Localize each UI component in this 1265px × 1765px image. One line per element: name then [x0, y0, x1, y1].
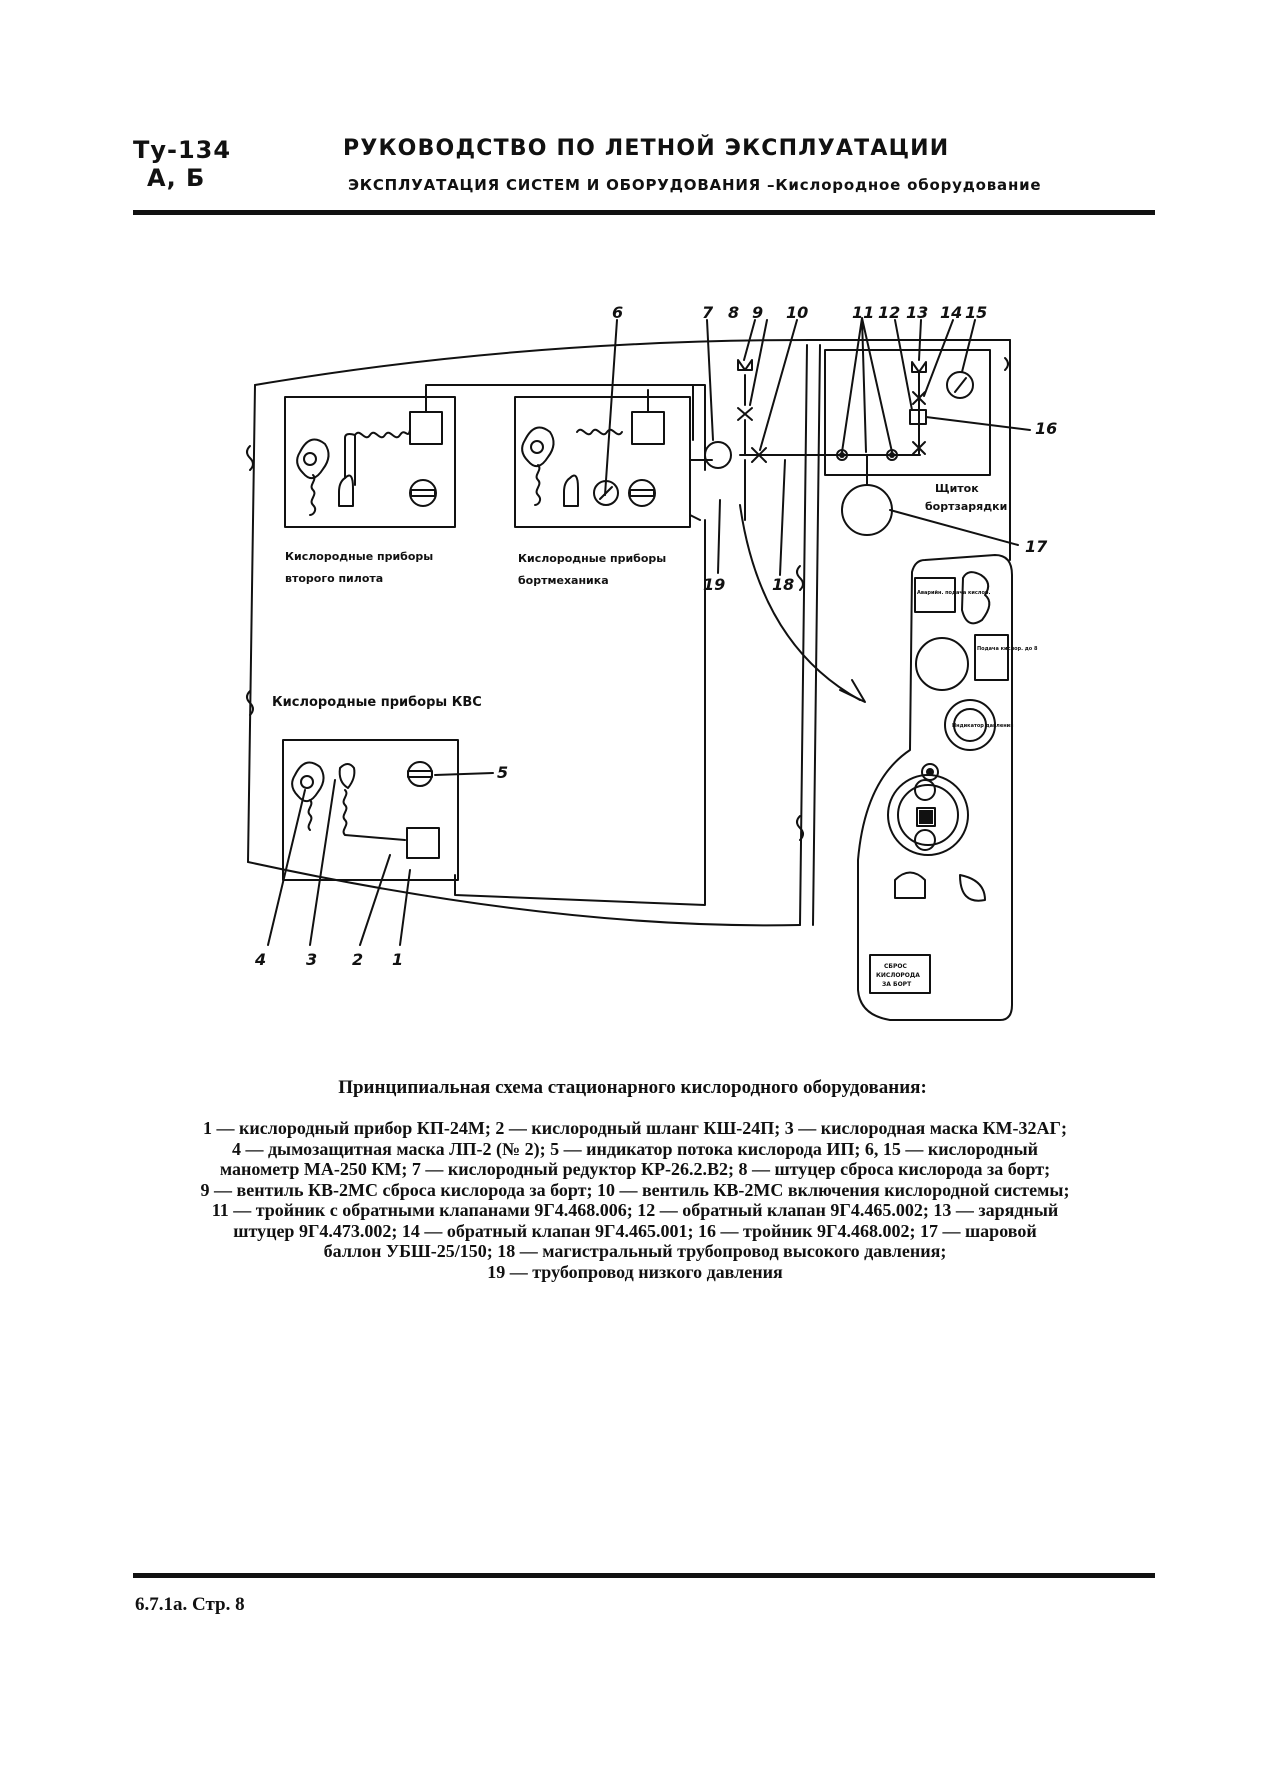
- legend-line: 4 — дымозащитная маска ЛП-2 (№ 2); 5 — и…: [231, 1138, 1039, 1159]
- footer-rule: [133, 1573, 1155, 1578]
- panel-text-bottom-1: СБРОС: [884, 963, 907, 970]
- copilot-devices-box: [284, 396, 456, 528]
- aircraft-model-line2: А, Б: [147, 164, 206, 192]
- callout-12: 12: [878, 303, 900, 322]
- figure-caption-title: Принципиальная схема стационарного кисло…: [338, 1077, 927, 1098]
- document-title: РУКОВОДСТВО ПО ЛЕТНОЙ ЭКСПЛУАТАЦИИ: [343, 136, 950, 161]
- label-engineer-line1: Кислородные приборы: [518, 552, 666, 565]
- legend-line: 9 — вентиль КВ-2МС сброса кислорода за б…: [200, 1179, 1070, 1200]
- cockpit-outline: [254, 339, 1011, 386]
- kp24m-captain: [406, 827, 440, 859]
- callout-18: 18: [772, 575, 794, 594]
- aircraft-model: Ту-134 А, Б: [133, 136, 231, 192]
- callout-7: 7: [702, 303, 714, 322]
- legend-line: 19 — трубопровод низкого давления: [487, 1261, 783, 1282]
- callout-13: 13: [906, 303, 928, 322]
- callout-16: 16: [1035, 419, 1057, 438]
- label-panel-line2: бортзарядки: [925, 500, 1007, 513]
- callout-8: 8: [728, 303, 739, 322]
- kp24m-engineer: [631, 411, 665, 445]
- charging-panel: [824, 349, 991, 476]
- label-captain: Кислородные приборы КВС: [272, 695, 482, 710]
- front-panel: [857, 554, 1013, 1021]
- legend-line: штуцер 9Г4.473.002; 14 — обратный клапан…: [233, 1220, 1037, 1241]
- panel-text-round: Индикатор давления: [952, 723, 1013, 729]
- panel-text-bottom-2: КИСЛОРОДА: [876, 972, 920, 979]
- panel-text-right-upper: Подача кислор. до 8: [977, 646, 1038, 652]
- oxygen-system-diagram: 6 7 8 9 10 11 12 13 14 15 16 17 18 19 5 …: [246, 303, 1057, 1021]
- aircraft-model-line1: Ту-134: [133, 136, 232, 164]
- callout-19: 19: [703, 575, 725, 594]
- callout-6: 6: [612, 303, 623, 322]
- legend-line: 1 — кислородный прибор КП-24М; 2 — кисло…: [203, 1118, 1067, 1138]
- callout-9: 9: [752, 303, 763, 322]
- callout-1: 1: [392, 950, 403, 969]
- oxygen-cylinder-ubsh: [841, 484, 893, 536]
- panel-text-top-left: Аварийн. подача кислор.: [917, 589, 990, 596]
- callout-2: 2: [352, 950, 363, 969]
- kp24m-copilot: [409, 411, 443, 445]
- callout-14: 14: [940, 303, 962, 322]
- callout-3: 3: [306, 950, 317, 969]
- charging-manometer: [946, 371, 974, 399]
- callout-11: 11: [852, 303, 874, 322]
- document-subtitle: ЭКСПЛУАТАЦИЯ СИСТЕМ И ОБОРУДОВАНИЯ –Кисл…: [348, 176, 1042, 194]
- callout-10: 10: [786, 303, 808, 322]
- engineer-devices-box: [514, 396, 691, 528]
- label-engineer-line2: бортмеханика: [518, 574, 609, 587]
- low-pressure-pipe: [425, 384, 706, 471]
- legend-line: баллон УБШ-25/150; 18 — магистральный тр…: [323, 1241, 947, 1261]
- callout-4: 4: [254, 950, 266, 969]
- cockpit-outline-lower: [247, 861, 801, 927]
- legend-line: 11 — тройник с обратными клапанами 9Г4.4…: [211, 1200, 1059, 1220]
- callout-15: 15: [965, 303, 987, 322]
- captain-devices-box: [282, 739, 459, 881]
- reducer-kr26: [704, 441, 732, 469]
- legend-line: манометр МА-250 КМ; 7 — кислородный реду…: [219, 1159, 1051, 1179]
- page-number: 6.7.1а. Стр. 8: [135, 1594, 245, 1615]
- label-panel-line1: Щиток: [935, 482, 979, 495]
- panel-text-bottom-3: ЗА БОРТ: [882, 981, 912, 988]
- figure-legend: 1 — кислородный прибор КП-24М; 2 — кисло…: [125, 1118, 1145, 1282]
- label-copilot-line1: Кислородные приборы: [285, 550, 433, 563]
- callout-17: 17: [1025, 537, 1048, 556]
- flow-indicator-ip: [407, 761, 433, 787]
- label-copilot-line2: второго пилота: [285, 572, 383, 585]
- callout-5: 5: [497, 763, 508, 782]
- header-rule: [133, 210, 1155, 215]
